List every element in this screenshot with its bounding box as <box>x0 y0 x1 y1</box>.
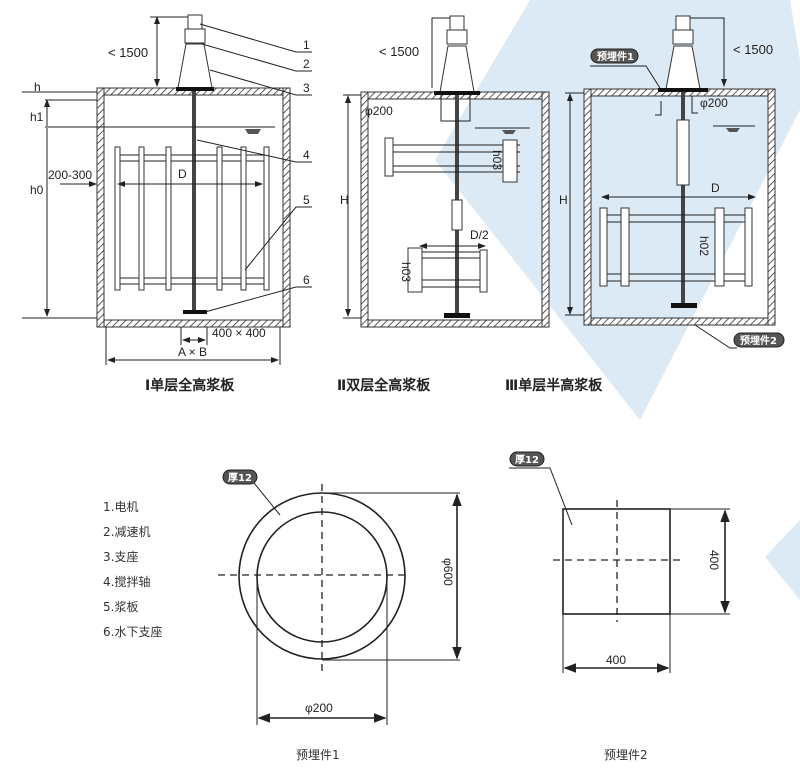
h0-label: h0 <box>30 183 44 197</box>
paddle-frame <box>114 146 270 291</box>
callout-2: 2 <box>303 57 310 71</box>
diagram-single-full-height-paddle: < 1500 h h1 h0 200-300 D 400 × 400 A × B… <box>22 14 312 394</box>
offset-label: 200-300 <box>48 168 92 182</box>
caption-diagram-2: Ⅱ双层全高浆板 <box>337 377 431 394</box>
legend-item: 6.水下支座 <box>103 624 162 639</box>
width-dim-label: 400 <box>606 653 626 667</box>
thickness-label: 厚12 <box>228 472 252 484</box>
diagram-double-full-height-paddle: < 1500 H φ200 h03 D/2 h03 Ⅱ双层全高浆板 <box>337 15 550 394</box>
upper-paddle-height-label: h03 <box>490 150 504 170</box>
thickness-badge <box>222 469 258 485</box>
caption-diagram-1: Ⅰ单层全高浆板 <box>145 377 235 394</box>
background-accent-shape-small <box>765 520 800 600</box>
tank-height-label: H <box>559 193 568 207</box>
embedded-part-2-badge <box>733 332 785 348</box>
inner-diameter-label: φ200 <box>305 701 333 715</box>
height-dim-label: 400 <box>707 550 721 570</box>
legend-item: 3.支座 <box>103 549 138 564</box>
callout-1: 1 <box>303 38 310 52</box>
parts-legend: 1.电机 2.减速机 3.支座 4.搅拌轴 5.浆板 6.水下支座 <box>103 500 162 639</box>
legend-item: 5.浆板 <box>103 599 138 614</box>
tank-height-label: H <box>340 193 349 207</box>
thickness-label: 厚12 <box>515 454 539 466</box>
embedded-part-1-drawing: φ600 φ200 厚12 预埋件1 <box>218 469 462 762</box>
base-size-label: 400 × 400 <box>212 326 266 340</box>
diameter-label: D <box>178 167 187 181</box>
diameter-label: D <box>711 181 720 195</box>
caption-diagram-3: Ⅲ单层半高浆板 <box>505 377 603 394</box>
caption-embedded-part-1: 预埋件1 <box>296 748 340 762</box>
height-limit-label: < 1500 <box>379 44 419 59</box>
embedded-part-1-label: 预埋件1 <box>597 50 634 63</box>
half-diameter-label: D/2 <box>470 228 489 242</box>
underwater-support <box>183 310 207 314</box>
background-accent-shape <box>435 0 800 420</box>
callout-6: 6 <box>303 273 310 287</box>
diagram-single-half-height-paddle: < 1500 H φ200 D h02 预埋件1 预埋件2 Ⅲ单层半高浆板 <box>505 15 785 394</box>
height-limit-label: < 1500 <box>108 45 148 60</box>
paddle-height-label: h02 <box>697 236 711 256</box>
flange-diameter-label: φ200 <box>365 104 393 118</box>
h1-label: h1 <box>30 110 44 124</box>
callout-4: 4 <box>303 148 310 162</box>
flange-diameter-label: φ200 <box>700 96 728 110</box>
caption-embedded-part-2: 预埋件2 <box>604 748 648 762</box>
callout-5: 5 <box>303 193 310 207</box>
embedded-part-1-badge <box>590 48 639 64</box>
legend-item: 2.减速机 <box>103 525 150 539</box>
height-limit-label: < 1500 <box>733 42 773 57</box>
motor-drive-assembly <box>176 14 214 91</box>
h-label: h <box>34 80 41 94</box>
tank-size-label: A × B <box>178 345 207 359</box>
embedded-part-2-label: 预埋件2 <box>740 334 777 347</box>
legend-item: 4.搅拌轴 <box>103 574 150 589</box>
motor-drive-assembly <box>434 15 480 95</box>
callout-3: 3 <box>303 81 310 95</box>
legend-item: 1.电机 <box>103 500 138 514</box>
outer-diameter-label: φ600 <box>441 558 455 586</box>
lower-paddle-height-label: h03 <box>399 262 413 282</box>
motor-drive-assembly <box>658 15 708 92</box>
thickness-badge <box>509 451 545 467</box>
embedded-part-2-drawing: 400 400 厚12 预埋件2 <box>509 451 730 762</box>
